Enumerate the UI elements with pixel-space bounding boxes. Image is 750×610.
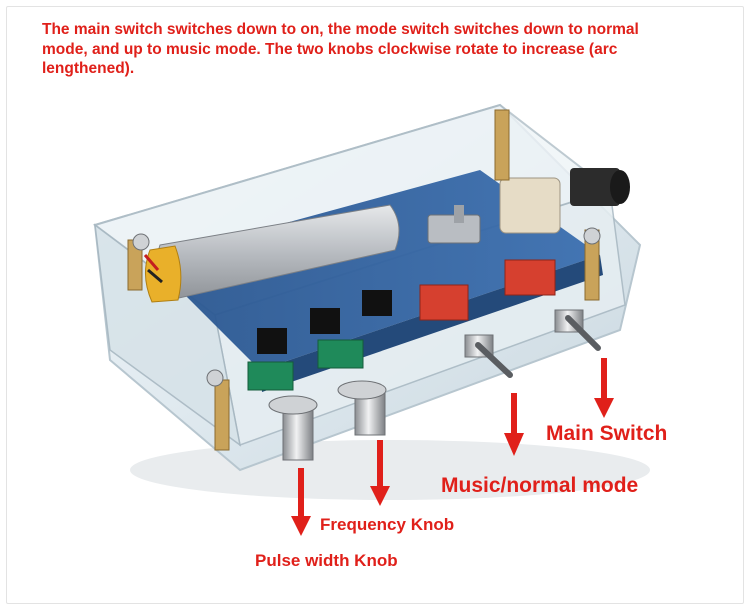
- case-screw: [132, 233, 150, 251]
- main-switch-label: Main Switch: [546, 422, 668, 445]
- frequency-knob-label: Frequency Knob: [320, 515, 455, 534]
- standoff: [494, 109, 510, 181]
- ic-chip: [310, 308, 340, 334]
- instruction-caption: The main switch switches down to on, the…: [42, 21, 639, 77]
- pulse-width-knob-label: Pulse width Knob: [255, 551, 398, 570]
- music-normal-mode-label: Music/normal mode: [441, 474, 639, 497]
- transformer: [499, 177, 561, 234]
- case-screw: [206, 369, 224, 387]
- audio-jack: [570, 168, 630, 206]
- frequency-knob: [337, 380, 387, 436]
- down-arrow-icon: [504, 393, 524, 456]
- down-arrow-icon: [594, 358, 614, 418]
- down-arrow-icon: [291, 468, 311, 536]
- knob-base: [317, 339, 364, 369]
- lipo-battery: [143, 204, 400, 303]
- ic-chip: [257, 328, 287, 354]
- standoff: [214, 379, 230, 451]
- music-normal-toggle: [419, 284, 513, 378]
- down-arrow-icon: [370, 440, 390, 506]
- ic-chip: [362, 290, 392, 316]
- pcb-board: [150, 170, 600, 370]
- case-screw: [583, 227, 601, 245]
- pulse-width-knob: [268, 395, 318, 461]
- main-power-toggle: [504, 259, 601, 351]
- knob-base: [247, 361, 294, 391]
